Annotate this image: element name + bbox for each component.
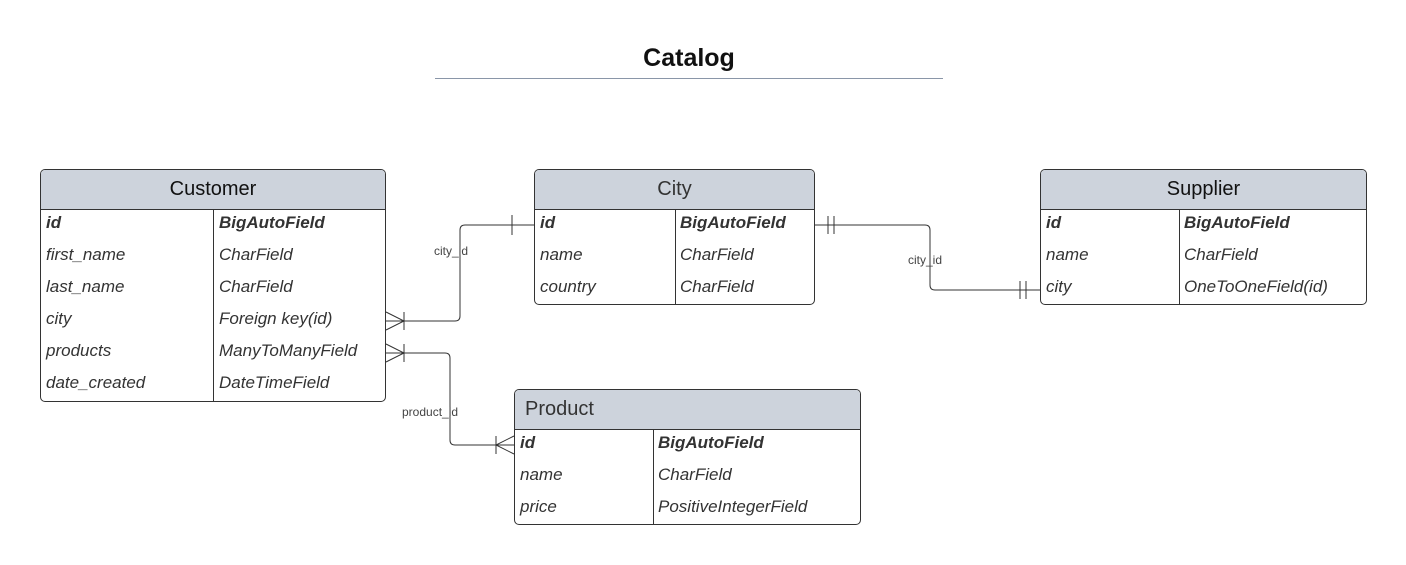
crow-foot-many-marker	[494, 435, 515, 455]
field-type: BigAutoField	[219, 213, 325, 232]
field-name: last_name	[46, 277, 125, 296]
relation-customer-city-line[interactable]	[386, 224, 534, 322]
field-type: BigAutoField	[1184, 213, 1290, 232]
relation-label-product-id: product_id	[402, 405, 458, 419]
field-type: BigAutoField	[680, 213, 786, 232]
field-name: id	[540, 213, 556, 232]
field-type: DateTimeField	[219, 373, 330, 392]
entity-supplier-fields: id BigAutoField name CharField city OneT…	[1041, 210, 1366, 304]
relation-label-city-id: city_id	[908, 253, 942, 267]
field-type: PositiveIntegerField	[658, 497, 808, 516]
field-row[interactable]: name CharField	[1041, 242, 1366, 274]
column-divider	[213, 210, 214, 401]
field-row[interactable]: price PositiveIntegerField	[515, 494, 860, 524]
field-type: CharField	[680, 277, 754, 296]
column-divider	[653, 430, 654, 524]
relation-city-supplier-line[interactable]	[815, 224, 1040, 291]
column-divider	[1179, 210, 1180, 304]
relation-label-city-id: city_id	[434, 244, 468, 258]
field-row[interactable]: id BigAutoField	[515, 430, 860, 462]
entity-supplier-header: Supplier	[1041, 170, 1366, 210]
field-row[interactable]: name CharField	[515, 462, 860, 494]
field-row[interactable]: id BigAutoField	[535, 210, 814, 242]
one-and-only-one-marker	[827, 216, 835, 234]
entity-customer[interactable]: Customer id BigAutoField first_name Char…	[40, 169, 386, 402]
field-name: id	[1046, 213, 1062, 232]
field-type: CharField	[680, 245, 754, 264]
field-name: date_created	[46, 373, 146, 392]
field-row[interactable]: id BigAutoField	[1041, 210, 1366, 242]
field-row[interactable]: name CharField	[535, 242, 814, 274]
entity-product[interactable]: Product id BigAutoField name CharField p…	[514, 389, 861, 525]
field-type: BigAutoField	[658, 433, 764, 452]
field-type: Foreign key(id)	[219, 309, 333, 328]
field-row[interactable]: date_created DateTimeField	[41, 370, 385, 401]
entity-city-header: City	[535, 170, 814, 210]
field-type: OneToOneField(id)	[1184, 277, 1328, 296]
entity-supplier[interactable]: Supplier id BigAutoField name CharField …	[1040, 169, 1367, 305]
field-type: CharField	[219, 245, 293, 264]
field-type: CharField	[658, 465, 732, 484]
field-type: ManyToManyField	[219, 341, 358, 360]
field-name: city	[1046, 277, 1072, 296]
field-name: name	[540, 245, 583, 264]
crow-foot-many-marker	[385, 311, 406, 331]
entity-customer-header: Customer	[41, 170, 385, 210]
relation-customer-product-line[interactable]	[386, 352, 514, 446]
field-name: id	[46, 213, 62, 232]
field-name: country	[540, 277, 596, 296]
diagram-title: Catalog	[643, 44, 735, 72]
field-row[interactable]: country CharField	[535, 274, 814, 304]
field-row[interactable]: last_name CharField	[41, 274, 385, 306]
field-row[interactable]: id BigAutoField	[41, 210, 385, 242]
crow-foot-many-marker	[385, 343, 406, 363]
entity-city[interactable]: City id BigAutoField name CharField coun…	[534, 169, 815, 305]
one-and-only-one-marker	[1019, 281, 1027, 299]
field-name: id	[520, 433, 536, 452]
field-row[interactable]: products ManyToManyField	[41, 338, 385, 370]
entity-product-header: Product	[515, 390, 860, 430]
field-name: first_name	[46, 245, 126, 264]
field-name: name	[1046, 245, 1089, 264]
field-name: name	[520, 465, 563, 484]
entity-product-fields: id BigAutoField name CharField price Pos…	[515, 430, 860, 524]
title-underline	[435, 78, 943, 79]
entity-customer-fields: id BigAutoField first_name CharField las…	[41, 210, 385, 401]
field-name: city	[46, 309, 72, 328]
entity-city-fields: id BigAutoField name CharField country C…	[535, 210, 814, 304]
field-type: CharField	[1184, 245, 1258, 264]
field-row[interactable]: first_name CharField	[41, 242, 385, 274]
field-name: price	[520, 497, 557, 516]
field-type: CharField	[219, 277, 293, 296]
field-row[interactable]: city Foreign key(id)	[41, 306, 385, 338]
field-name: products	[46, 341, 112, 360]
field-row[interactable]: city OneToOneField(id)	[1041, 274, 1366, 304]
column-divider	[675, 210, 676, 304]
